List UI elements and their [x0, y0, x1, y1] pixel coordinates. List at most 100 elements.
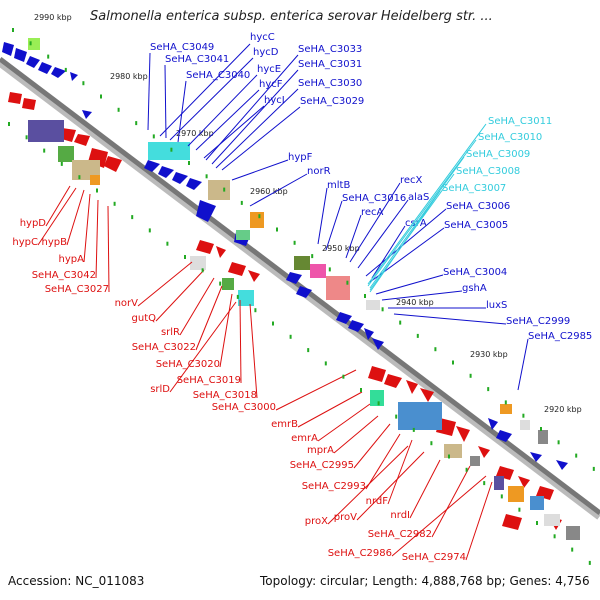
- track-dot: [412, 427, 415, 432]
- gene-reverse-label-mpra: mprA: [307, 445, 334, 456]
- track-dot: [434, 347, 437, 352]
- gene-reverse-label-norv: norV: [115, 298, 139, 309]
- gene-forward-callout-reca: [345, 214, 362, 259]
- track-dot: [571, 547, 574, 552]
- track-dot: [236, 294, 239, 299]
- gene-forward-label-hycc: hycC: [250, 32, 275, 43]
- track-dot: [504, 400, 507, 405]
- gene-forward-callout-norr: [249, 173, 308, 207]
- track-dot: [272, 321, 274, 326]
- track-dot: [328, 267, 331, 272]
- gene-reverse-label-seha-c2986: SeHA_C2986: [328, 548, 392, 559]
- track-dot: [399, 320, 402, 325]
- gene-forward-label-seha-c3049: SeHA_C3049: [150, 42, 214, 53]
- gene-forward-callout-csra: [371, 225, 406, 279]
- track-dot: [469, 373, 472, 378]
- gene-reverse-label-seha-c3018: SeHA_C3018: [193, 390, 257, 401]
- track-dot: [500, 494, 503, 499]
- reverse-arrows: [8, 92, 562, 530]
- track-dot: [184, 255, 186, 259]
- gene-forward-callout-seha-c3030: [215, 88, 299, 169]
- topology-text: Topology: circular; Length: 4,888,768 bp…: [260, 574, 590, 588]
- track-dot: [452, 360, 454, 365]
- gene-reverse-callout-hypa: [83, 193, 91, 263]
- gene-forward-label-recx: recX: [400, 175, 423, 186]
- gene-forward-callout-gsha: [381, 290, 463, 301]
- gene-reverse-callout-nrdf: [387, 439, 413, 505]
- track-dot: [170, 147, 173, 152]
- track-dot: [223, 187, 226, 192]
- gene-reverse-callout-seha-c3019: [239, 299, 242, 384]
- gene-reverse-label-seha-c2995: SeHA_C2995: [290, 460, 354, 471]
- gene-reverse-callout-seha-c2995: [353, 423, 391, 469]
- gene-reverse-label-seha-c3022: SeHA_C3022: [132, 342, 196, 353]
- gene-reverse-callout-seha-c3022: [195, 285, 223, 351]
- track-dot: [518, 507, 521, 512]
- gene-forward-label-seha-c3041: SeHA_C3041: [165, 54, 229, 65]
- tick-label-2980-kbp: 2980 kbp: [110, 72, 148, 81]
- gene-reverse-label-seha-c3019: SeHA_C3019: [177, 375, 241, 386]
- track-dot: [557, 440, 560, 445]
- gene-forward-label-seha-c3006: SeHA_C3006: [446, 201, 510, 212]
- gene-reverse-label-hypb: hypB: [42, 237, 68, 248]
- track-dot: [416, 333, 419, 338]
- gene-reverse-callout-seha-c3042: [95, 199, 99, 279]
- gene-forward-callout-seha-c3040: [177, 80, 187, 143]
- gene-reverse-callout-seha-c3020: [219, 293, 233, 368]
- gene-reverse-callout-gutq: [155, 269, 205, 322]
- gene-rna-label-seha-c3008: SeHA_C3008: [456, 166, 520, 177]
- track-dot: [29, 41, 32, 46]
- track-dot: [12, 28, 14, 32]
- label-layer: SeHA_C3049hycChycDSeHA_C3041SeHA_C3040hy…: [8, 28, 595, 565]
- track-dot: [100, 94, 102, 99]
- gene-forward-callout-seha-c3006: [365, 208, 447, 277]
- gene-forward-label-seha-c3029: SeHA_C3029: [300, 96, 364, 107]
- gene-forward-callout-hypf: [231, 159, 289, 181]
- track-dot: [60, 161, 63, 166]
- gene-forward-label-seha-c3030: SeHA_C3030: [298, 78, 362, 89]
- gene-reverse-label-seha-c3027: SeHA_C3027: [45, 284, 109, 295]
- gene-reverse-callout-mpra: [333, 415, 379, 454]
- gene-reverse-callout-hypd: [45, 185, 71, 227]
- track-dot: [592, 466, 595, 471]
- tick-label-2950-kbp: 2950 kbp: [322, 244, 360, 253]
- gene-forward-callout-hycd: [169, 57, 254, 141]
- gene-rna-callout-seha-c3010: [367, 139, 477, 287]
- track-dot: [342, 374, 345, 379]
- track-dot: [364, 294, 366, 298]
- track-dot: [78, 175, 81, 180]
- gene-reverse-label-srld: srlD: [150, 384, 170, 395]
- track-dot: [166, 241, 169, 246]
- gene-forward-label-seha-c2999: SeHA_C2999: [506, 316, 570, 327]
- track-dot: [47, 54, 50, 59]
- gene-forward-label-alas: alaS: [408, 192, 429, 203]
- gene-reverse-label-srlr: srlR: [161, 327, 180, 338]
- gene-forward-callout-seha-c3031: [211, 69, 299, 165]
- track-dot: [43, 148, 46, 153]
- gene-forward-label-norr: norR: [307, 166, 331, 177]
- track-dot: [135, 121, 138, 126]
- gene-reverse-label-nrdi: nrdI: [390, 510, 410, 521]
- gene-reverse-callout-emra: [317, 403, 371, 442]
- track-dot: [575, 453, 578, 458]
- gene-forward-callout-hycf: [195, 89, 260, 151]
- gene-reverse-callout-seha-c3027: [107, 205, 110, 293]
- gene-forward-label-seha-c3031: SeHA_C3031: [298, 59, 362, 70]
- gene-reverse-label-hypc: hypC: [12, 237, 38, 248]
- track-dot: [522, 413, 525, 418]
- track-dot: [276, 227, 278, 232]
- gene-reverse-callout-emrb: [297, 391, 363, 428]
- track-dot: [240, 200, 243, 205]
- gene-forward-label-hycf: hycF: [259, 79, 283, 90]
- gene-reverse-callout-seha-c2982: [431, 465, 471, 538]
- gene-forward-label-mltb: mltB: [327, 180, 350, 191]
- track-dot: [311, 254, 314, 259]
- track-dot: [588, 560, 591, 565]
- gene-reverse-callout-srld: [169, 301, 237, 393]
- track-dot: [8, 122, 10, 126]
- gene-forward-label-reca: recA: [361, 207, 384, 218]
- track-dot: [64, 67, 67, 72]
- gene-forward-label-gsha: gshA: [462, 283, 487, 294]
